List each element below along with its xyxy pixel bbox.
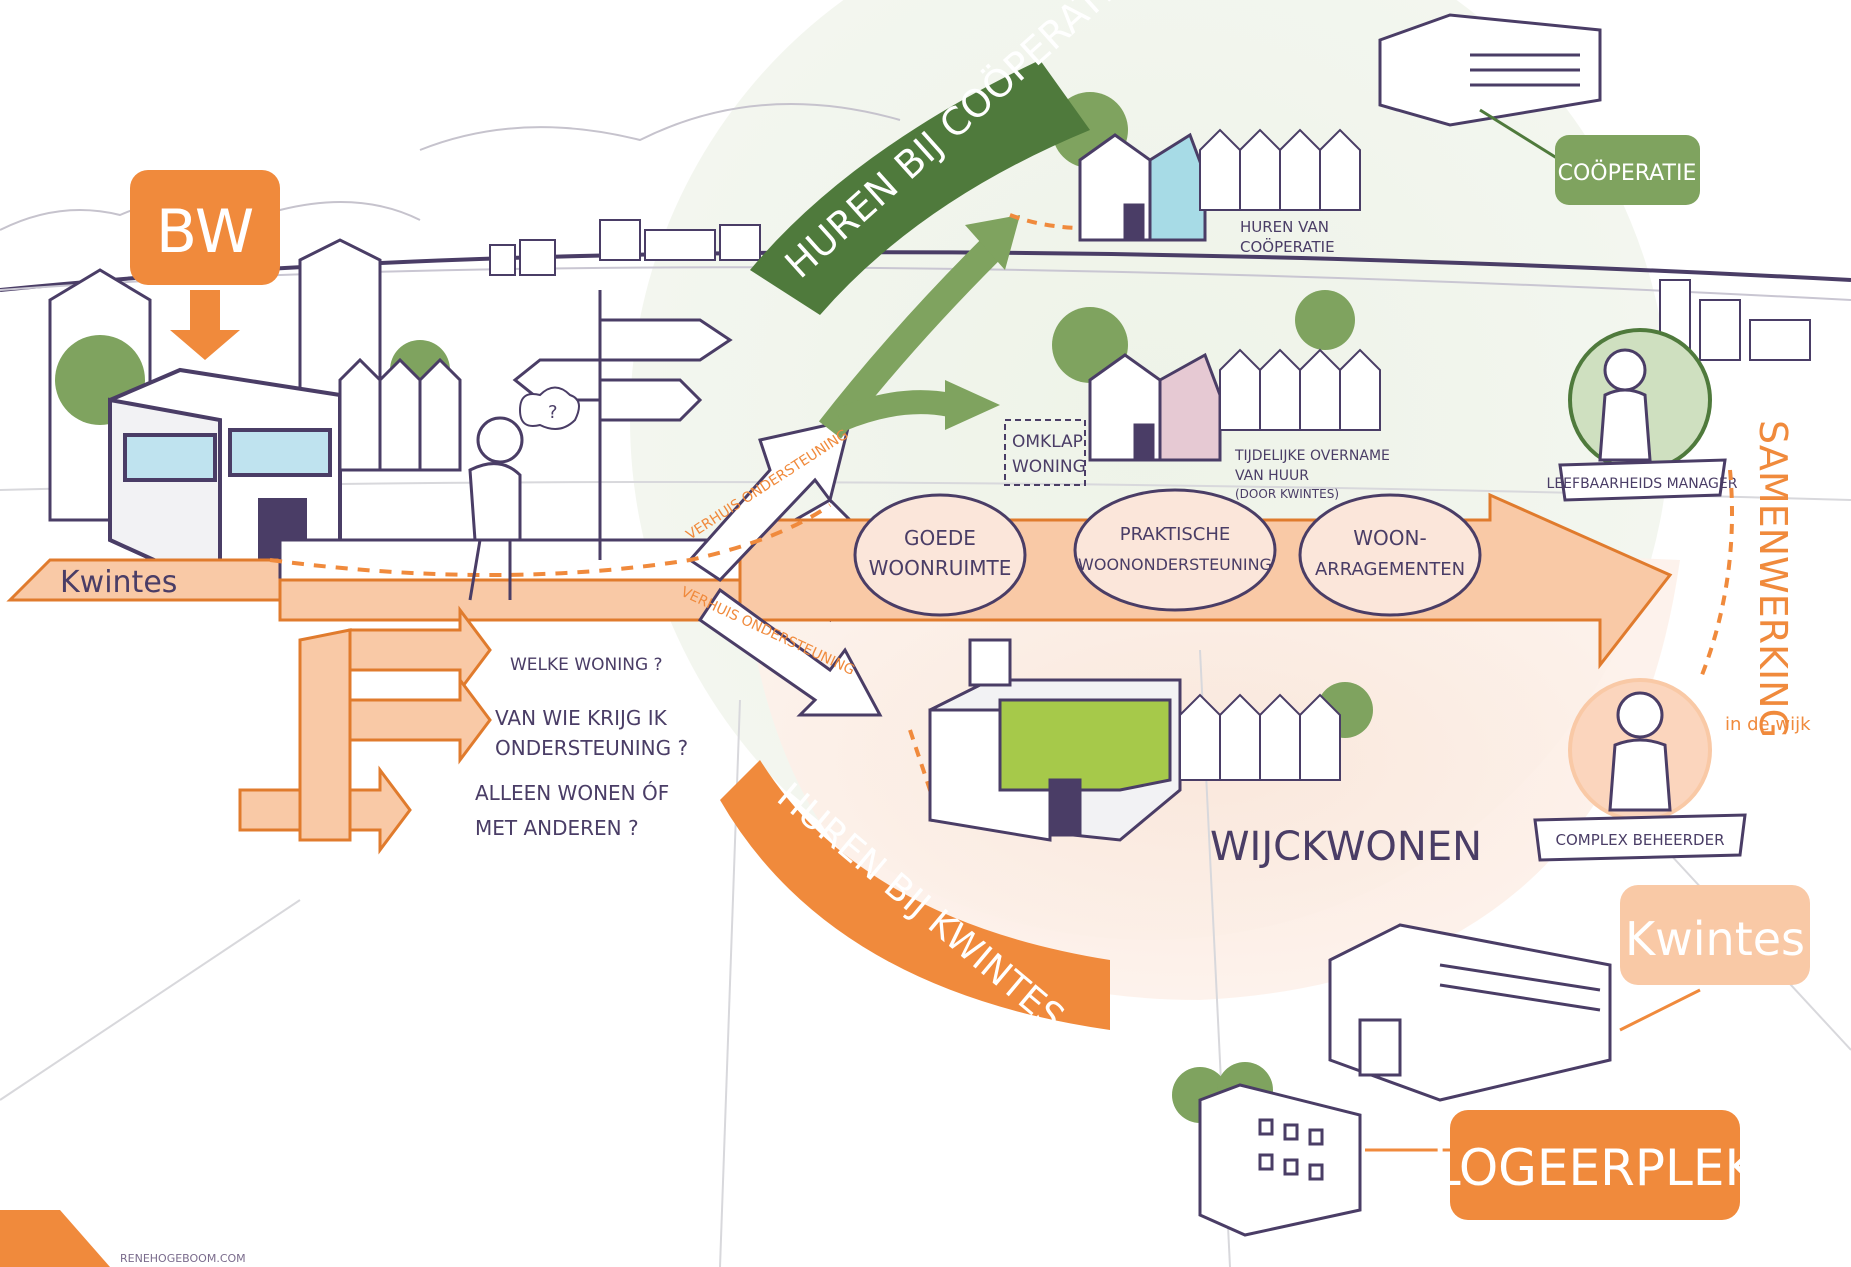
kwintes-base-label: Kwintes [60, 565, 177, 600]
wijckwonen-label: WIJCKWONEN [1210, 824, 1482, 870]
cooperatie-house-blue [1078, 132, 1207, 242]
complex-banner [1533, 813, 1747, 862]
samenwerking-dashed-arrow [1698, 469, 1734, 681]
kwintes-right-building [1328, 923, 1612, 1102]
question-3b: MET ANDEREN ? [475, 816, 639, 840]
wijckwonen-building [928, 638, 1182, 842]
logeerplek-building [1198, 1083, 1362, 1237]
svg-text:ARRAGEMENTEN: ARRAGEMENTEN [1315, 559, 1465, 580]
credit-label: RENEHOGEBOOM.COM [120, 1252, 246, 1265]
question-3a: ALLEEN WONEN ÓF [475, 781, 669, 805]
thought-bubble [519, 386, 580, 430]
beheerder-figure [1608, 691, 1672, 812]
samenwerking-label: SAMENWERKING [1751, 420, 1795, 738]
cooperatie-office [1378, 13, 1602, 127]
arrow-to-wijkwonen [697, 587, 883, 717]
cooperatie-label: COÖPERATIE [1558, 160, 1697, 186]
bw-label: BW [156, 197, 254, 267]
omklap-label-2: WONING [1012, 457, 1086, 477]
distant-buildings [489, 219, 761, 276]
tijdelijke-label-1: TIJDELIJKE OVERNAME [1234, 448, 1390, 464]
svg-text:WOONONDERSTEUNING: WOONONDERSTEUNING [1078, 555, 1272, 574]
thought-question-mark: ? [548, 402, 558, 423]
logeerplek-box [1450, 1110, 1740, 1220]
question-2a: VAN WIE KRIJG IK [495, 706, 668, 730]
manager-figure [1598, 348, 1652, 462]
corner-accent [0, 1210, 110, 1267]
svg-text:WOONRUIMTE: WOONRUIMTE [869, 556, 1012, 580]
dashed-route [269, 503, 832, 577]
cooperatie-row-houses [1199, 128, 1361, 211]
huren-van-cooperatie-2: COÖPERATIE [1240, 237, 1335, 256]
in-de-wijk-label: in de wijk [1725, 714, 1811, 735]
row-houses-left [338, 357, 462, 472]
wijk-row-houses [1179, 693, 1341, 781]
omklap-label-1: OMKLAP [1012, 432, 1083, 452]
bw-callout [130, 170, 280, 285]
question-1: WELKE WONING ? [510, 655, 663, 675]
leefbaarheid-label: LEEFBAARHEIDS MANAGER [1547, 476, 1738, 492]
cloud-praktische-woonondersteuning: PRAKTISCHE WOONONDERSTEUNING [1073, 488, 1277, 612]
omklap-house-pink [1088, 352, 1222, 462]
thinking-person [468, 416, 524, 601]
omklap-row-houses [1219, 348, 1381, 431]
tijdelijke-label-3: (DOOR KWINTES) [1235, 487, 1339, 501]
arrow-to-cooperation [687, 418, 853, 582]
svg-text:PRAKTISCHE: PRAKTISCHE [1120, 524, 1231, 545]
kwintes-office-building [108, 367, 342, 594]
kwintes-right-box [1620, 885, 1810, 985]
huren-van-cooperatie-1: HUREN VAN [1240, 218, 1329, 236]
tijdelijke-label-2: VAN HUUR [1235, 468, 1309, 484]
svg-text:WOON-: WOON- [1353, 526, 1426, 550]
logeerplek-label: LOGEERPLEK [1433, 1139, 1759, 1197]
question-2b: ONDERSTEUNING ? [495, 736, 688, 760]
kwintes-right-label: Kwintes [1625, 912, 1805, 966]
cloud-goede-woonruimte: GOEDE WOONRUIMTE [853, 493, 1027, 617]
leefbaarheid-banner [1558, 458, 1727, 502]
cooperatie-label-box [1555, 135, 1700, 205]
cloud-woonarrangementen: WOON- ARRAGEMENTEN [1298, 493, 1482, 617]
signpost [512, 290, 733, 560]
green-arrow-right [835, 390, 953, 432]
question-arrows [238, 605, 492, 855]
bw-arrow [170, 290, 240, 360]
complex-label: COMPLEX BEHEERDER [1555, 831, 1724, 849]
svg-text:GOEDE: GOEDE [904, 526, 976, 550]
omklap-box [1004, 419, 1086, 486]
